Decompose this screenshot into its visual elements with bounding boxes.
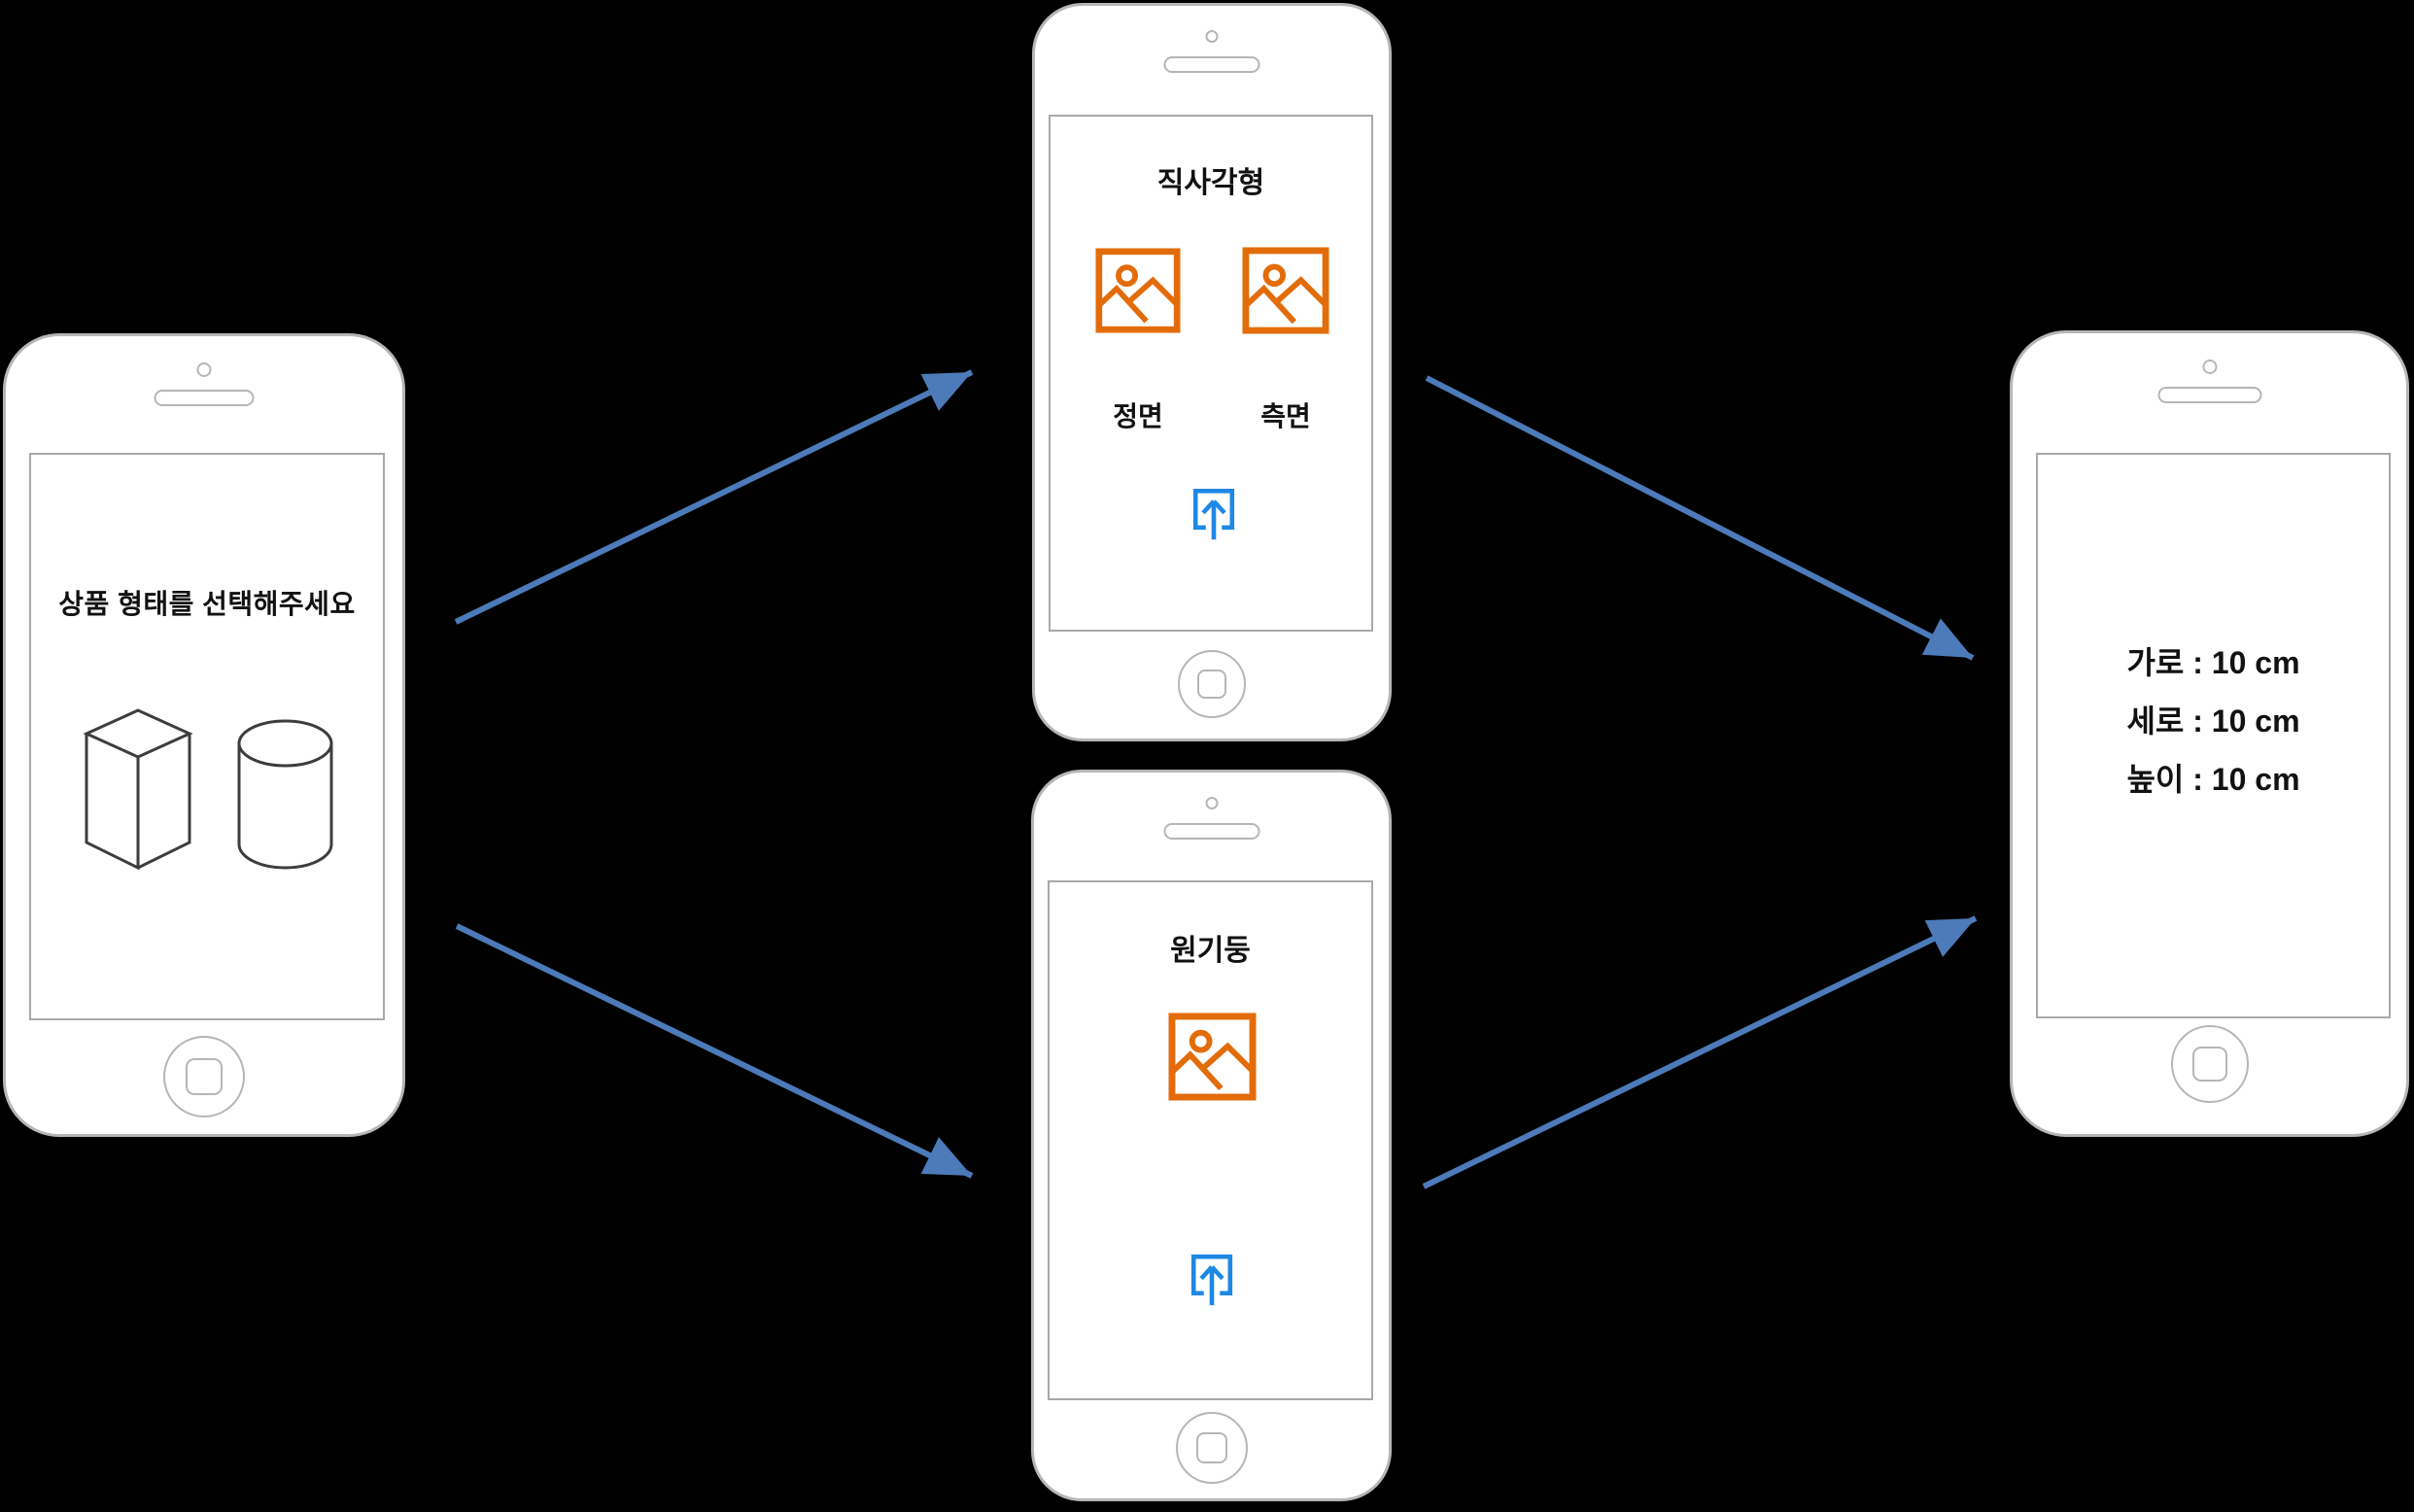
cylinder-icon	[237, 719, 333, 870]
camera-icon	[1205, 797, 1218, 809]
phone-frame-cylinder: 원기둥	[1031, 770, 1392, 1501]
phone-frame-rectangular: 직사각형 정면 측면	[1032, 3, 1392, 741]
speaker-icon	[2157, 387, 2261, 403]
speaker-icon	[1163, 823, 1259, 840]
home-button	[163, 1036, 245, 1117]
camera-icon	[1205, 30, 1219, 43]
shape-select-screen: 상품 형태를 선택해주세요	[29, 453, 385, 1020]
image-icon	[1168, 1013, 1257, 1101]
speaker-icon	[1163, 56, 1260, 73]
upload-icon	[1192, 488, 1235, 540]
rectangular-title: 직사각형	[1156, 167, 1265, 199]
home-button	[2170, 1025, 2249, 1103]
home-button-square	[186, 1058, 223, 1095]
arrow-shape-select-to-rectangular	[454, 369, 974, 625]
cylinder-screen: 원기둥	[1048, 880, 1373, 1400]
image-icon	[1095, 248, 1181, 333]
home-button	[1178, 650, 1246, 718]
home-button	[1175, 1412, 1248, 1484]
dimension-width: 가로 : 10 cm	[2126, 645, 2300, 680]
upload-icon	[1190, 1254, 1233, 1306]
camera-icon	[196, 362, 212, 377]
phone-frame-shape-select: 상품 형태를 선택해주세요	[3, 333, 405, 1137]
cuboid-icon	[83, 708, 193, 871]
home-button-square	[1195, 1432, 1227, 1463]
photo-label-side: 측면	[1260, 401, 1311, 431]
photo-label-front: 정면	[1113, 401, 1163, 431]
dimension-list: 가로 : 10 cm 세로 : 10 cm 높이 : 10 cm	[2038, 634, 2389, 808]
arrow-cylinder-to-dimensions	[1422, 915, 1978, 1189]
arrow-shape-select-to-cylinder	[455, 923, 974, 1179]
arrow-rectangular-to-dimensions	[1425, 375, 1975, 661]
cylinder-title: 원기둥	[1170, 935, 1251, 967]
camera-icon	[2202, 360, 2217, 374]
phone-frame-dimensions: 가로 : 10 cm 세로 : 10 cm 높이 : 10 cm	[2010, 330, 2409, 1137]
dimension-height: 높이 : 10 cm	[2126, 762, 2300, 797]
rectangular-screen: 직사각형 정면 측면	[1049, 115, 1373, 632]
dimensions-screen: 가로 : 10 cm 세로 : 10 cm 높이 : 10 cm	[2036, 453, 2391, 1018]
dimension-length: 세로 : 10 cm	[2126, 704, 2300, 739]
speaker-icon	[154, 390, 255, 406]
image-icon	[1242, 247, 1329, 334]
home-button-square	[1197, 670, 1226, 699]
home-button-square	[2191, 1047, 2227, 1082]
shape-select-prompt: 상품 형태를 선택해주세요	[58, 589, 356, 619]
